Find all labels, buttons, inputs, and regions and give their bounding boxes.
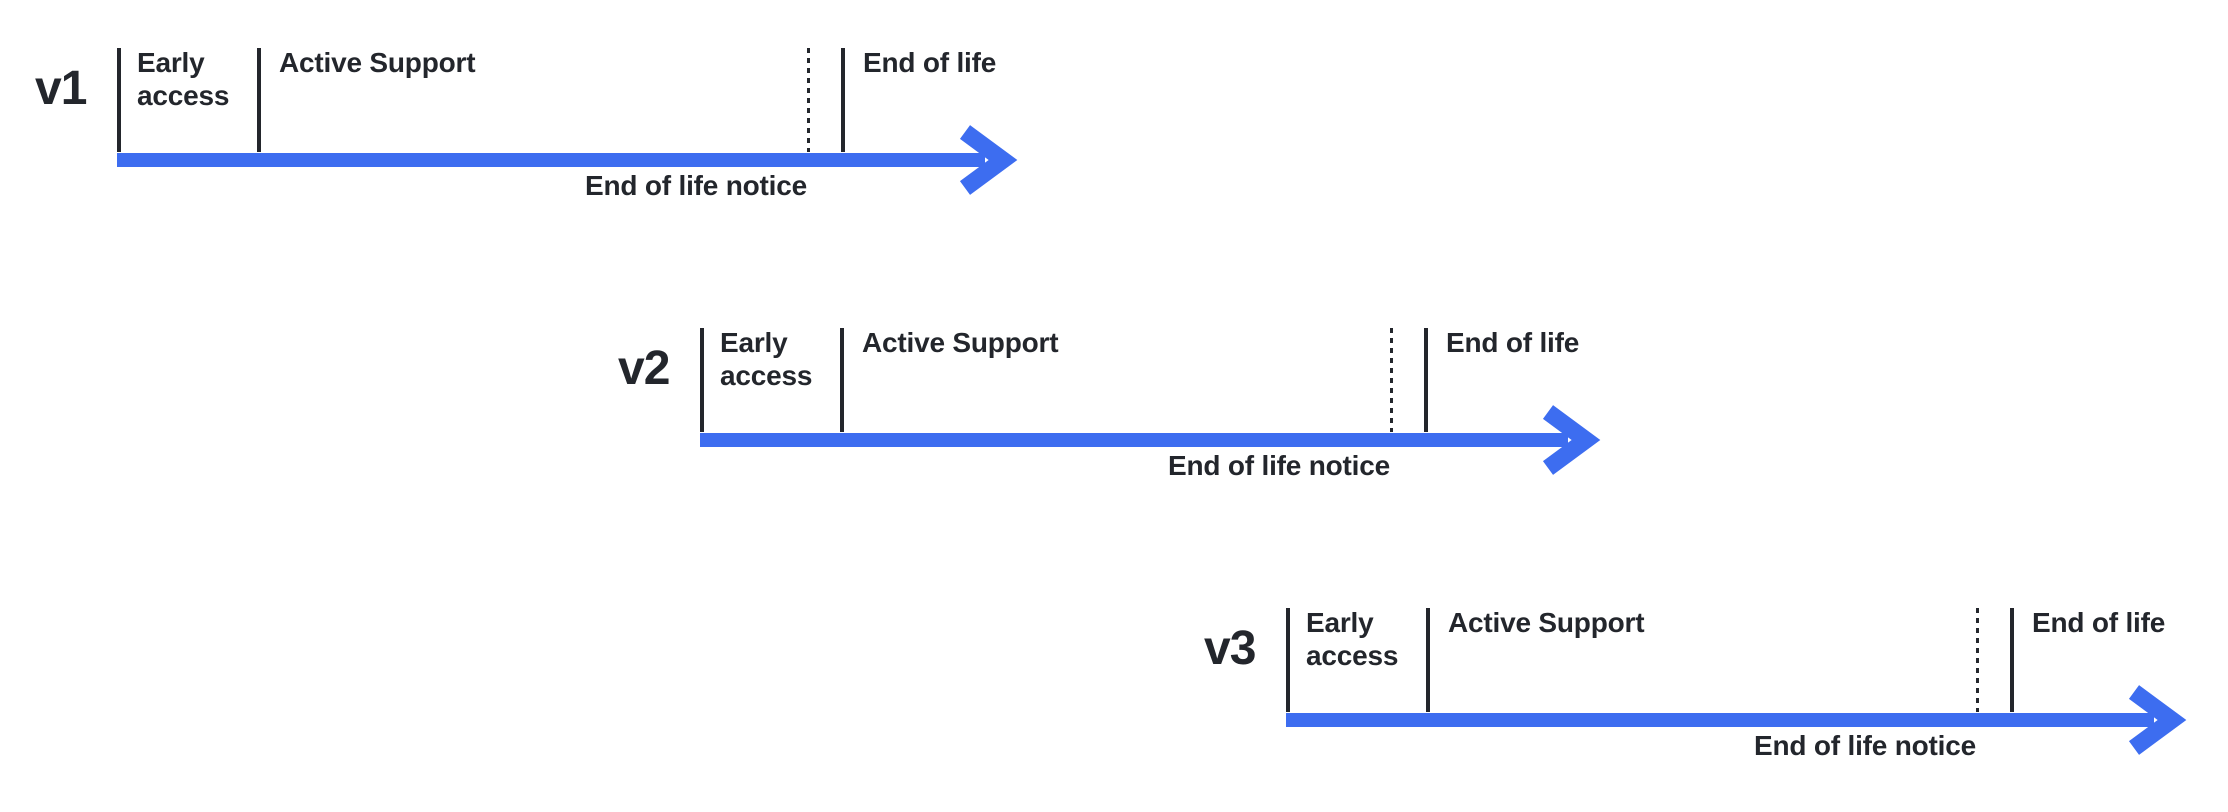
early-access-start-tick: [1286, 608, 1290, 712]
arrow-right-icon: [2124, 675, 2204, 765]
active-support-label: Active Support: [279, 47, 476, 78]
early-access-label: Early access: [1306, 607, 1399, 671]
early-access-label: Early access: [137, 47, 230, 111]
eol-notice-label: End of life notice: [1754, 730, 1976, 761]
end-of-life-tick: [841, 48, 845, 152]
eol-notice-label: End of life notice: [585, 170, 807, 201]
end-of-life-tick: [1424, 328, 1428, 432]
early-access-label: Early access: [720, 327, 813, 391]
end-of-life-tick: [2010, 608, 2014, 712]
early-access-start-tick: [700, 328, 704, 432]
timeline-bar: [117, 153, 985, 167]
active-support-label: Active Support: [862, 327, 1059, 358]
version-label: v2: [618, 342, 670, 395]
end-of-life-label: End of life: [863, 47, 997, 78]
active-support-start-tick: [1426, 608, 1430, 712]
active-support-start-tick: [840, 328, 844, 432]
early-access-start-tick: [117, 48, 121, 152]
arrow-right-icon: [955, 115, 1035, 205]
active-support-start-tick: [257, 48, 261, 152]
eol-notice-label: End of life notice: [1168, 450, 1390, 481]
timeline-bar: [1286, 713, 2154, 727]
timeline-v3: v3 Early access Active Support End of li…: [1204, 607, 2228, 798]
version-label: v1: [35, 62, 87, 115]
active-support-label: Active Support: [1448, 607, 1645, 638]
timeline-bar: [700, 433, 1568, 447]
timeline-v2: v2 Early access Active Support End of li…: [618, 327, 1660, 518]
eol-notice-dashed-tick: [807, 48, 810, 152]
eol-notice-dashed-tick: [1390, 328, 1393, 432]
end-of-life-label: End of life: [1446, 327, 1580, 358]
version-label: v3: [1204, 622, 1256, 675]
eol-notice-dashed-tick: [1976, 608, 1979, 712]
arrow-right-icon: [1538, 395, 1618, 485]
timeline-v1: v1 Early access Active Support End of li…: [35, 47, 1077, 238]
end-of-life-label: End of life: [2032, 607, 2166, 638]
